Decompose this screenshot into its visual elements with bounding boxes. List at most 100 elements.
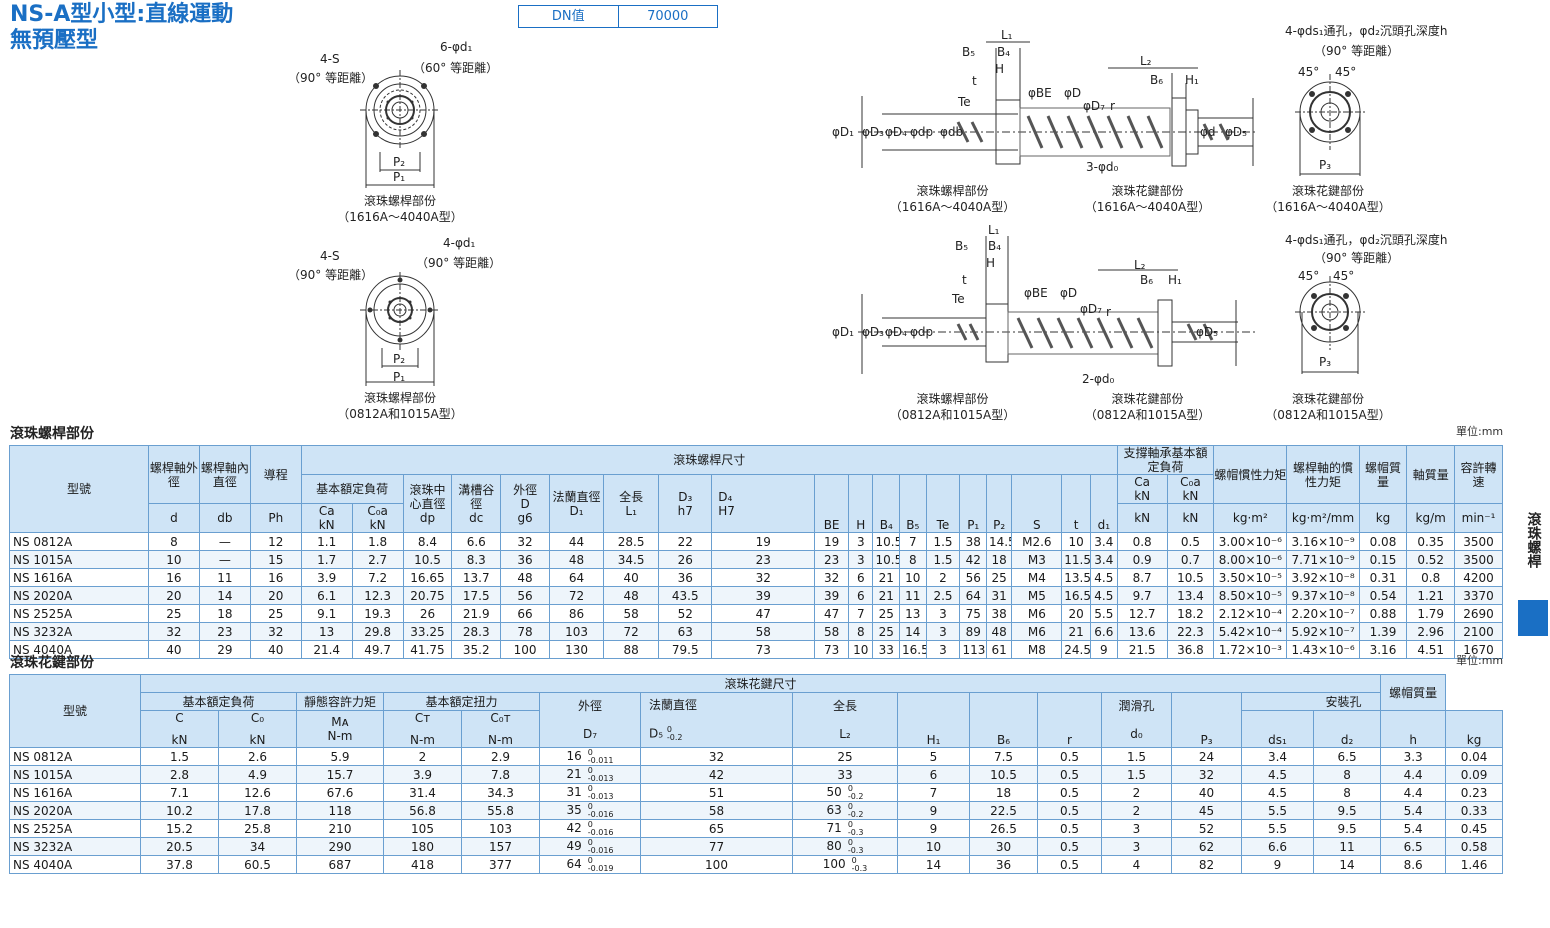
spline-b6-cell: 10.5: [969, 765, 1038, 784]
sp-hdr-r: r: [1037, 692, 1102, 748]
spline-ds1-cell: 6.6: [1241, 837, 1314, 856]
screw-value-cell: 89: [959, 622, 987, 641]
screw-value-cell: 26: [402, 604, 453, 623]
spline-kg-cell: 0.33: [1445, 801, 1503, 820]
hdr-g6: g6: [517, 510, 533, 525]
label-6d1: 6-φd₁: [440, 40, 473, 54]
spline-d0-cell: 2: [1101, 783, 1172, 802]
spline-c0-cell: 12.6: [218, 783, 297, 802]
spline-l2-tol-up: 0: [851, 855, 857, 865]
screw-value-cell: 44: [548, 532, 605, 551]
screw-value-cell: 42: [959, 550, 987, 569]
screw-value-cell: 4.5: [1089, 586, 1118, 605]
hdr-ph: Ph: [249, 503, 302, 533]
hdr-support-ca-unit: kN: [1134, 489, 1151, 503]
side-tab-marker: [1518, 600, 1548, 636]
side-view-0812a: [858, 236, 1258, 374]
screw-value-cell: 0.8: [1406, 568, 1456, 587]
spline-d5-cell: 58: [640, 801, 793, 820]
spline-d7-tolerance: 0-0.019: [588, 857, 614, 873]
label-D3-bottom: φD₃: [862, 325, 884, 339]
hdr-od-text: 外徑: [513, 482, 538, 497]
spline-m-cell: NS 0812A: [9, 747, 141, 766]
sp-hdr-c-unit: kN: [171, 733, 188, 747]
screw-value-cell: 47: [814, 604, 850, 623]
spline-m-cell: NS 2525A: [9, 819, 141, 838]
spline-kg-cell: 0.58: [1445, 837, 1503, 856]
spline-h-cell: 5.4: [1380, 819, 1447, 838]
caption-screw-title-2: 滾珠螺桿部份: [363, 391, 436, 405]
screw-value-cell: 3.00×10⁻⁶: [1213, 532, 1288, 551]
caption-screw-title: 滾珠螺桿部份: [363, 194, 436, 208]
screw-model-cell: NS 2525A: [9, 604, 149, 623]
hdr-S: S: [1011, 474, 1063, 533]
caption-side-screw-range-2: （0812A和1015A型）: [889, 408, 1016, 422]
spline-d7-tol-low: -0.013: [587, 791, 614, 801]
label-L1-bottom: L₁: [988, 223, 1000, 237]
spline-d0-cell: 3: [1101, 819, 1172, 838]
screw-value-cell: 36.8: [1166, 640, 1215, 659]
screw-value-cell: 16.65: [402, 568, 453, 587]
label-db-top: φdb: [940, 125, 964, 139]
screw-value-cell: —: [198, 532, 251, 551]
label-p3-top: P₃: [1319, 158, 1332, 172]
screw-value-cell: 3: [925, 640, 961, 659]
screw-value-cell: 6: [848, 568, 874, 587]
screw-value-cell: M6: [1011, 604, 1063, 623]
hdr-kgm2: kg·m²: [1213, 503, 1288, 533]
side-tab-text: 滾珠螺桿: [1525, 512, 1542, 568]
screw-value-cell: 20: [1061, 604, 1091, 623]
hdr-shaft-inertia: 螺桿軸的慣性力矩: [1286, 445, 1360, 504]
spline-d0-cell: 2: [1101, 801, 1172, 820]
screw-value-cell: 10.5: [1166, 568, 1215, 587]
spline-d7-value: 31: [566, 785, 582, 800]
spline-h-cell: 4.4: [1380, 783, 1447, 802]
spline-d5-cell: 32: [640, 747, 793, 766]
hdr-db: db: [198, 503, 251, 533]
label-B6-bottom: B₆: [1140, 273, 1154, 287]
screw-value-cell: 7.2: [351, 568, 404, 587]
spline-l2-tolerance: 0-0.2: [848, 803, 864, 819]
hdr-support-c0a-unit: kN: [1182, 489, 1199, 503]
hdr-support-ca-text: Ca: [1134, 475, 1151, 490]
screw-value-cell: 16: [147, 568, 200, 587]
spline-l2-tolerance: 0-0.3: [848, 821, 864, 837]
hdr-ball-center-text: 滾珠中心直徑: [409, 482, 446, 511]
label-t-top: t: [972, 74, 977, 88]
sp-hdr-c0t-text: C₀ᴛ: [490, 711, 511, 726]
spline-c-cell: 15.2: [140, 819, 219, 838]
spline-d7-tol-up: 0: [587, 783, 593, 793]
label-L2-bottom: L₂: [1134, 258, 1146, 272]
label-B5-top: B₅: [962, 45, 976, 59]
spline-d2-cell: 9.5: [1312, 801, 1382, 820]
screw-value-cell: 3.4: [1089, 532, 1118, 551]
screw-value-cell: 2.5: [925, 586, 961, 605]
screw-value-cell: 73: [711, 640, 816, 659]
hdr-kn-1: kN: [1116, 503, 1168, 533]
caption-side-screw-title-2: 滾珠螺桿部份: [916, 392, 989, 406]
spline-flange-view-1616a: [1295, 74, 1365, 176]
spline-c0t-cell: 34.3: [461, 783, 540, 802]
label-D5-top: φD₅: [1225, 125, 1247, 139]
label-H1-top: H₁: [1185, 73, 1199, 87]
spline-c0t-cell: 7.8: [461, 765, 540, 784]
screw-value-cell: 3: [848, 550, 874, 569]
screw-value-cell: 49.7: [351, 640, 404, 659]
sp-hdr-ma-unit: N-m: [327, 729, 353, 743]
label-2d0: 2-φd₀: [1082, 372, 1115, 386]
screw-value-cell: 3500: [1454, 550, 1503, 569]
sp-hdr-d5-tol-up: 0: [666, 725, 672, 734]
screw-value-cell: 63: [658, 622, 713, 641]
hdr-rated-load: 基本額定負荷: [300, 474, 404, 504]
spline-d7-tol-up: 0: [587, 801, 593, 811]
spline-kg-cell: 0.23: [1445, 783, 1503, 802]
spline-r-cell: 0.5: [1037, 819, 1102, 838]
sp-hdr-model: 型號: [9, 674, 141, 748]
screw-value-cell: 9: [1089, 640, 1118, 659]
spline-d7-value: 42: [566, 821, 582, 836]
